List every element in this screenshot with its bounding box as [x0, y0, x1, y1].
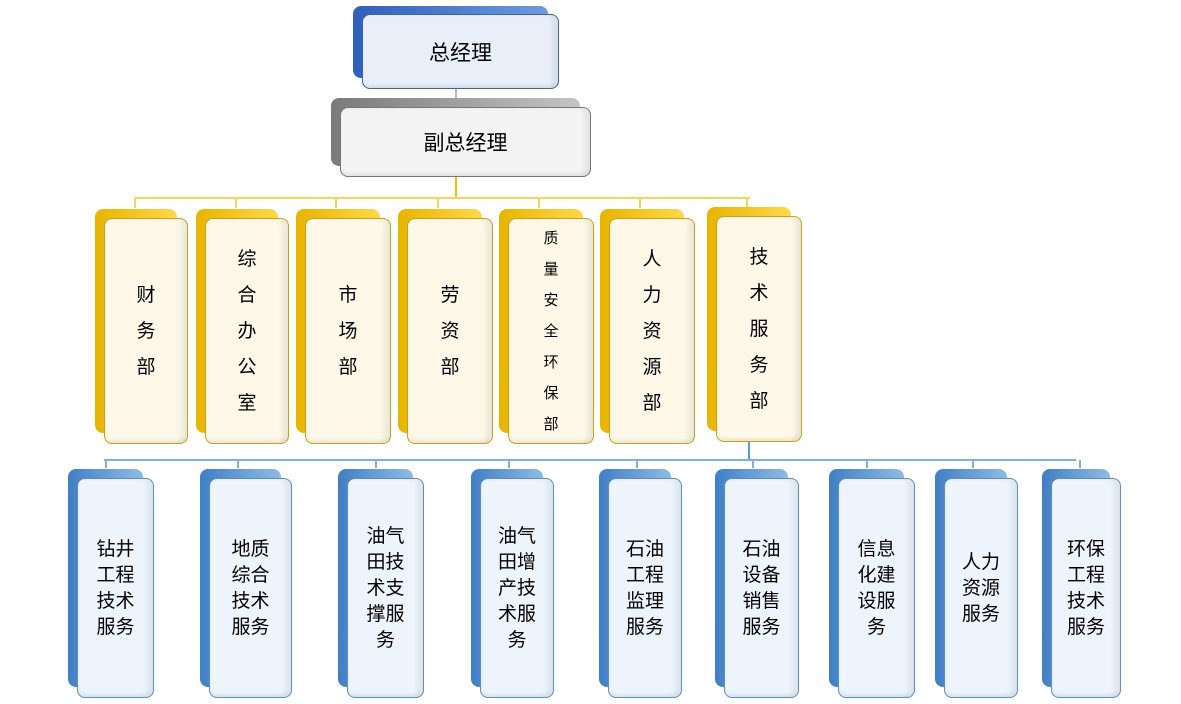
service-box-label: 信息化建设服务 — [857, 538, 896, 638]
department-box-label: 综合办公室 — [237, 248, 257, 414]
connector-drop — [538, 198, 540, 208]
connector-drop — [237, 460, 239, 468]
department-box-label: 人力资源部 — [642, 248, 662, 414]
connector-drop — [335, 198, 337, 208]
connector-drop — [375, 460, 377, 468]
service-box-label: 油气田技术支撑服务 — [366, 525, 405, 651]
deputy-manager-label: 副总经理 — [423, 131, 508, 155]
service-box-label: 石油工程监理服务 — [626, 538, 665, 638]
connector-service-bus — [104, 459, 1076, 461]
service-box-label: 油气田增产技术服务 — [498, 525, 537, 651]
connector-drop — [639, 198, 641, 208]
connector-drop — [134, 198, 136, 208]
connector-deputy-trunk — [455, 176, 457, 198]
connector-drop — [746, 198, 748, 208]
service-box-label: 人力资源服务 — [962, 551, 1001, 625]
connector-drop — [235, 198, 237, 208]
department-box-label: 财务部 — [136, 284, 156, 378]
connector-drop — [752, 460, 754, 468]
connector-drop — [437, 198, 439, 208]
connector-drop — [972, 460, 974, 468]
connector-drop — [866, 460, 868, 468]
connector-drop — [1079, 460, 1081, 468]
service-box-label: 石油设备销售服务 — [742, 538, 781, 638]
connector-drop — [636, 460, 638, 468]
connector-drop — [508, 460, 510, 468]
connector-tech-trunk — [748, 442, 750, 460]
general-manager-label: 总经理 — [429, 40, 492, 65]
department-box-label: 技术服务部 — [749, 246, 769, 412]
service-box-label: 钻井工程技术服务 — [96, 538, 135, 638]
connector-top-deputy — [455, 88, 457, 107]
service-box-label: 地质综合技术服务 — [231, 538, 270, 638]
department-box-label: 质量安全环保部 — [543, 228, 559, 433]
service-box-label: 环保工程技术服务 — [1067, 538, 1106, 638]
connector-dept-bus — [134, 197, 750, 199]
department-box-label: 市场部 — [338, 284, 358, 378]
connector-drop — [105, 460, 107, 468]
department-box-label: 劳资部 — [440, 284, 460, 378]
